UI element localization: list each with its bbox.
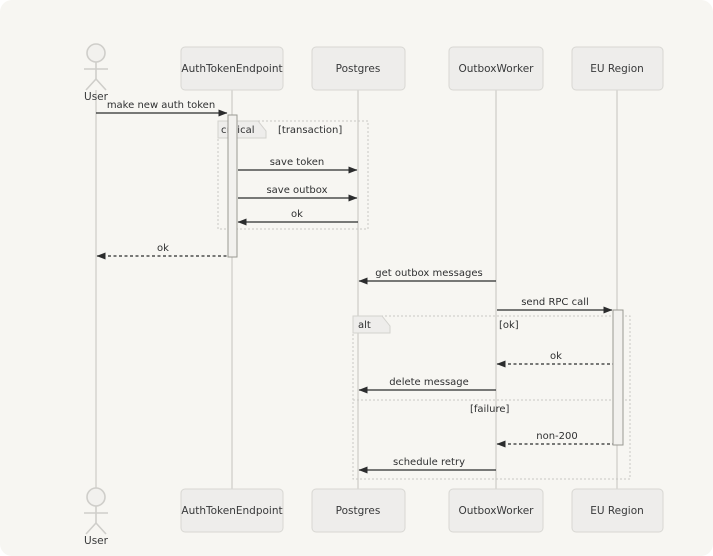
- activation-auth: [227, 114, 238, 258]
- message-label: non-200: [536, 431, 578, 442]
- fragment-alt-kind-label: alt: [358, 320, 371, 331]
- actor-leg-right-icon: [95, 522, 107, 535]
- participant-box[interactable]: [448, 46, 544, 91]
- actor-head-icon: [86, 43, 106, 63]
- participant-user-top[interactable]: User: [84, 43, 109, 103]
- participant-auth-top[interactable]: AuthTokenEndpoint: [180, 46, 284, 91]
- participant-box[interactable]: [180, 46, 284, 91]
- actor-leg-left-icon: [85, 78, 97, 91]
- message-label: ok: [550, 351, 562, 362]
- participant-label-outboxworker-top: OutboxWorker: [458, 63, 534, 75]
- actor-leg-right-icon: [95, 78, 107, 91]
- message-ok-auth-to-user: ok: [96, 243, 228, 260]
- message-label: make new auth token: [107, 100, 215, 111]
- message-get-outbox-messages: get outbox messages: [358, 268, 496, 285]
- participant-box[interactable]: [311, 488, 406, 533]
- fragment-alt: alt [ok] [failure]: [352, 315, 631, 480]
- message-label: ok: [157, 243, 169, 254]
- messages: make new auth token save token save outb…: [96, 100, 613, 474]
- participant-label-postgres-bottom: Postgres: [336, 505, 381, 517]
- participant-footers-bottom: User AuthTokenEndpoint Postgres OutboxWo…: [84, 487, 664, 547]
- fragment-alt-tab: [352, 315, 391, 334]
- message-make-new-auth-token: make new auth token: [96, 100, 228, 117]
- message-label: schedule retry: [393, 457, 465, 468]
- fragment-alt-condition-ok-label: [ok]: [499, 320, 519, 331]
- participant-box[interactable]: [448, 488, 544, 533]
- message-label: ok: [291, 209, 303, 220]
- message-save-token: save token: [238, 157, 358, 174]
- message-label: save token: [270, 157, 325, 168]
- fragment-critical-box: [217, 120, 369, 230]
- message-label: get outbox messages: [375, 268, 482, 279]
- message-label: delete message: [389, 377, 469, 388]
- message-label: send RPC call: [521, 297, 589, 308]
- participant-postgres-bottom[interactable]: Postgres: [311, 488, 406, 533]
- participant-box[interactable]: [311, 46, 406, 91]
- activation-eu: [612, 309, 624, 446]
- participant-label-outboxworker-bottom: OutboxWorker: [458, 505, 534, 517]
- participant-label-euregion-top: EU Region: [590, 63, 644, 75]
- message-send-rpc-call: send RPC call: [497, 297, 613, 314]
- participant-box[interactable]: [571, 488, 664, 533]
- message-save-outbox: save outbox: [238, 185, 358, 202]
- fragment-critical-kind-label: critical: [221, 125, 255, 136]
- message-ok-eu-to-worker: ok: [496, 351, 613, 368]
- participant-label-user-bottom: User: [84, 535, 109, 547]
- lifelines: [95, 90, 618, 490]
- participant-outboxworker-bottom[interactable]: OutboxWorker: [448, 488, 544, 533]
- message-delete-message: delete message: [358, 377, 496, 394]
- activations: [227, 114, 624, 446]
- fragment-alt-box: [352, 315, 631, 480]
- participant-auth-bottom[interactable]: AuthTokenEndpoint: [180, 488, 284, 533]
- message-ok-postgres-to-auth: ok: [237, 209, 358, 226]
- actor-head-icon: [86, 487, 106, 507]
- fragment-alt-condition-failure-label: [failure]: [470, 404, 509, 415]
- message-non-200: non-200: [496, 431, 613, 448]
- participant-euregion-top[interactable]: EU Region: [571, 46, 664, 91]
- participant-label-auth-bottom: AuthTokenEndpoint: [181, 505, 282, 517]
- participant-label-auth-top: AuthTokenEndpoint: [181, 63, 282, 75]
- participant-euregion-bottom[interactable]: EU Region: [571, 488, 664, 533]
- participant-outboxworker-top[interactable]: OutboxWorker: [448, 46, 544, 91]
- participant-box[interactable]: [571, 46, 664, 91]
- message-label: save outbox: [266, 185, 327, 196]
- fragment-critical-condition-label: [transaction]: [278, 125, 342, 136]
- actor-leg-left-icon: [85, 522, 97, 535]
- participant-postgres-top[interactable]: Postgres: [311, 46, 406, 91]
- participant-label-euregion-bottom: EU Region: [590, 505, 644, 517]
- participant-label-postgres-top: Postgres: [336, 63, 381, 75]
- message-schedule-retry: schedule retry: [358, 457, 496, 474]
- participant-headers-top: User AuthTokenEndpoint Postgres OutboxWo…: [84, 43, 664, 103]
- participant-user-bottom[interactable]: User: [84, 487, 109, 547]
- participant-box[interactable]: [180, 488, 284, 533]
- participant-label-user-top: User: [84, 91, 109, 103]
